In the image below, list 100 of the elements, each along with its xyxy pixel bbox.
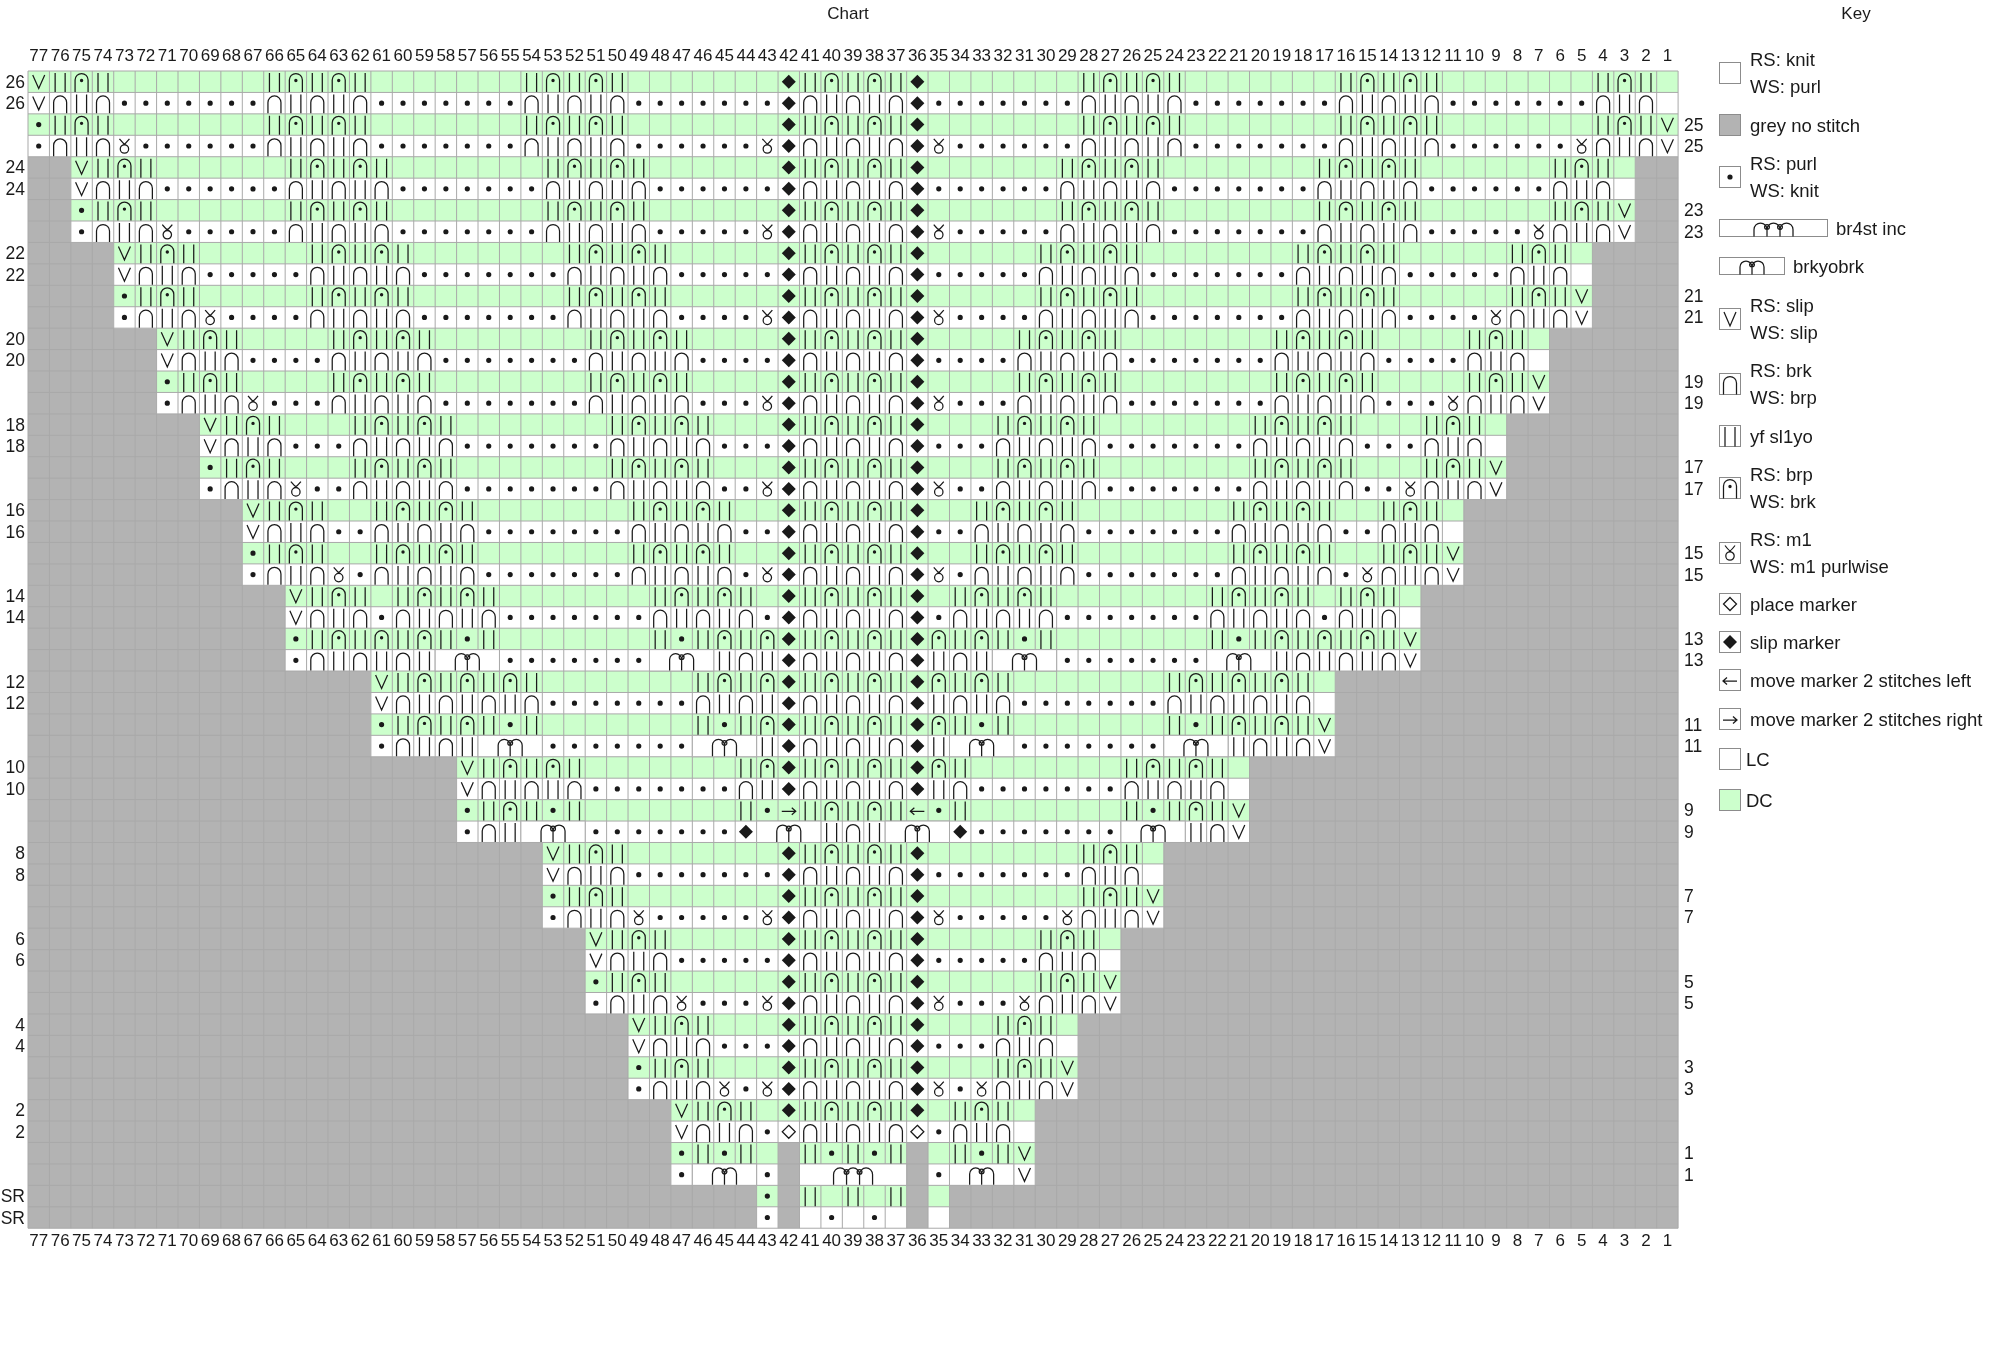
legend-label: br4st inc bbox=[1836, 216, 1906, 241]
column-number: 8 bbox=[1512, 1231, 1523, 1251]
column-number: 16 bbox=[1336, 46, 1356, 66]
column-number: 32 bbox=[993, 1231, 1013, 1251]
column-number: 68 bbox=[222, 1231, 242, 1251]
column-number: 23 bbox=[1186, 1231, 1206, 1251]
legend-label: RS: purl WS: knit bbox=[1750, 151, 1819, 203]
row-number: 21 bbox=[1684, 286, 1704, 306]
row-number: 8 bbox=[15, 864, 25, 885]
column-number: 51 bbox=[586, 46, 606, 66]
column-number: 74 bbox=[93, 1231, 113, 1251]
column-number: 62 bbox=[350, 1231, 370, 1251]
column-number: 31 bbox=[1015, 46, 1034, 66]
row-number: 6 bbox=[15, 950, 25, 971]
column-number: 5 bbox=[1576, 46, 1587, 66]
column-number: 54 bbox=[522, 46, 542, 66]
column-number: 60 bbox=[393, 46, 413, 66]
row-number: 6 bbox=[15, 928, 25, 949]
row-number: 13 bbox=[1684, 628, 1704, 649]
column-number: 66 bbox=[265, 1231, 284, 1251]
row-number: 19 bbox=[1684, 393, 1704, 414]
column-number: 44 bbox=[736, 46, 756, 66]
column-number: 60 bbox=[393, 1231, 413, 1251]
column-number: 70 bbox=[179, 46, 199, 66]
row-number: 11 bbox=[1684, 736, 1703, 757]
column-number: 49 bbox=[629, 46, 649, 66]
legend-label: RS: brp WS: brk bbox=[1750, 462, 1816, 514]
column-number: 15 bbox=[1357, 1231, 1377, 1251]
column-number: 13 bbox=[1400, 46, 1420, 66]
column-number: 52 bbox=[565, 1231, 584, 1251]
row-number: 11 bbox=[1684, 714, 1703, 735]
column-number: 3 bbox=[1619, 46, 1630, 66]
row-number: 3 bbox=[1684, 1078, 1694, 1099]
legend-label: brkyobrk bbox=[1793, 254, 1864, 279]
column-number: 36 bbox=[907, 46, 927, 66]
column-number: 5 bbox=[1576, 1231, 1587, 1251]
legend-label: RS: brk WS: brp bbox=[1750, 358, 1817, 410]
row-number: 16 bbox=[5, 521, 25, 542]
column-number: 71 bbox=[157, 1231, 177, 1251]
row-number: 18 bbox=[5, 414, 25, 435]
column-number: 42 bbox=[779, 46, 799, 66]
column-number: 59 bbox=[415, 46, 434, 66]
row-number: 7 bbox=[1684, 907, 1694, 928]
row-number: 13 bbox=[1684, 650, 1704, 671]
column-number: 54 bbox=[522, 1231, 542, 1251]
legend-label: move marker 2 stitches left bbox=[1750, 668, 1972, 693]
column-number: 68 bbox=[222, 46, 242, 66]
column-number: 20 bbox=[1250, 1231, 1270, 1251]
column-number: 8 bbox=[1512, 46, 1523, 66]
column-number: 42 bbox=[779, 1231, 799, 1251]
column-number: 33 bbox=[972, 46, 992, 66]
column-number: 48 bbox=[650, 1231, 670, 1251]
column-number: 10 bbox=[1465, 1231, 1484, 1251]
column-number: 6 bbox=[1555, 46, 1565, 66]
row-number: 1 bbox=[1684, 1164, 1694, 1185]
row-number: 16 bbox=[5, 500, 25, 521]
column-number: 12 bbox=[1422, 46, 1442, 66]
column-number: 21 bbox=[1229, 46, 1249, 66]
row-number: 9 bbox=[1684, 821, 1694, 842]
column-number: 15 bbox=[1357, 46, 1377, 66]
column-number: 11 bbox=[1444, 1231, 1462, 1251]
legend-label: LC bbox=[1746, 747, 1770, 772]
row-number: 15 bbox=[1684, 543, 1704, 564]
column-number: 67 bbox=[243, 1231, 263, 1251]
column-number: 29 bbox=[1057, 1231, 1077, 1251]
column-number: 7 bbox=[1534, 46, 1544, 66]
legend-label: slip marker bbox=[1750, 630, 1841, 655]
column-number: 70 bbox=[179, 1231, 199, 1251]
column-number: 41 bbox=[800, 46, 820, 66]
row-number: 10 bbox=[5, 757, 25, 778]
column-number: 16 bbox=[1336, 1231, 1356, 1251]
column-number: 76 bbox=[50, 1231, 70, 1251]
column-number: 22 bbox=[1207, 46, 1227, 66]
row-number: SR bbox=[0, 1207, 25, 1228]
column-number: 65 bbox=[286, 46, 306, 66]
column-number: 57 bbox=[457, 46, 477, 66]
column-number: 63 bbox=[329, 1231, 349, 1251]
column-number: 44 bbox=[736, 1231, 756, 1251]
column-number: 24 bbox=[1165, 46, 1184, 66]
column-number: 48 bbox=[650, 46, 670, 66]
column-number: 22 bbox=[1207, 1231, 1227, 1251]
column-number: 74 bbox=[93, 46, 113, 66]
column-number: 39 bbox=[843, 46, 863, 66]
legend-label: grey no stitch bbox=[1750, 113, 1861, 138]
column-number: 33 bbox=[972, 1231, 992, 1251]
row-number: 23 bbox=[1684, 221, 1704, 242]
column-number: 47 bbox=[672, 46, 692, 66]
column-number: 38 bbox=[865, 1231, 884, 1251]
column-number: 40 bbox=[822, 46, 842, 66]
column-number: 46 bbox=[693, 46, 713, 66]
column-number: 61 bbox=[372, 1231, 392, 1251]
legend-label: move marker 2 stitches right bbox=[1750, 707, 1983, 732]
column-number: 38 bbox=[865, 46, 884, 66]
column-number: 4 bbox=[1598, 46, 1608, 66]
column-number: 72 bbox=[136, 46, 156, 66]
column-number: 31 bbox=[1015, 1231, 1034, 1251]
column-number: 57 bbox=[457, 1231, 477, 1251]
column-number: 63 bbox=[329, 46, 349, 66]
column-number: 19 bbox=[1272, 46, 1292, 66]
column-number: 76 bbox=[50, 46, 70, 66]
